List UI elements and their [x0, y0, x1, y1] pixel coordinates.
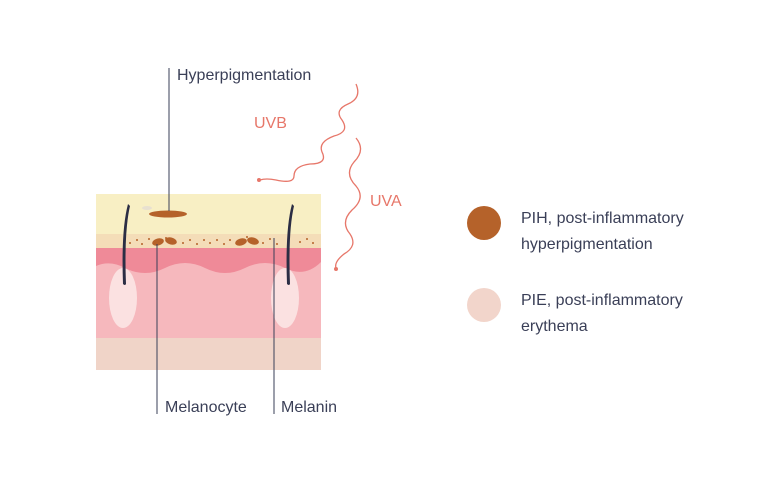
melanocyte-label: Melanocyte — [165, 399, 247, 416]
melanocyte-cell — [235, 238, 247, 246]
melanin-dots — [129, 236, 314, 245]
uvb-ray — [259, 83, 359, 182]
uva-ray — [335, 137, 362, 269]
legend-item-pie: PIE, post-inflammatory erythema — [467, 288, 721, 340]
legend-label-pih: PIH, post-inflammatory hyperpigmentation — [521, 210, 684, 253]
hyperpigmentation-spot — [149, 210, 187, 218]
basal-layer — [96, 234, 321, 248]
hair-left — [122, 204, 130, 285]
melanocyte-cell — [247, 237, 259, 245]
uvb-ray-end — [257, 178, 261, 182]
melanocyte-cell — [165, 237, 177, 245]
pie-swatch-icon — [467, 288, 501, 322]
uva-ray-end — [334, 267, 338, 271]
small-surface-spot — [142, 206, 152, 210]
uvb-label: UVB — [254, 115, 287, 132]
legend-label-pie: PIE, post-inflammatory erythema — [521, 292, 683, 335]
hypodermis-layer — [96, 338, 321, 370]
dermis-papillary-layer — [96, 248, 321, 273]
uva-label: UVA — [370, 193, 402, 210]
epidermis-layer — [96, 194, 321, 236]
hair-follicle-right — [271, 268, 299, 328]
melanin-label: Melanin — [281, 399, 338, 416]
melanocyte-cell — [152, 238, 164, 246]
hair-follicle-left — [109, 268, 137, 328]
pih-swatch-icon — [467, 206, 501, 240]
hyperpigmentation-label: Hyperpigmentation — [177, 67, 312, 84]
hair-right — [286, 204, 294, 285]
legend-item-pih: PIH, post-inflammatory hyperpigmentation — [467, 206, 721, 258]
